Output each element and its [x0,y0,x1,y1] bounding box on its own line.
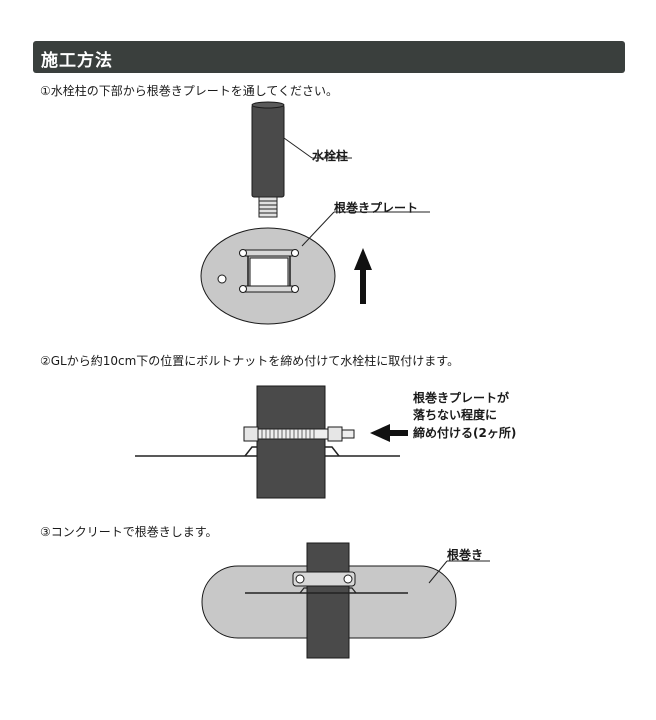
bolt-nut [243,426,355,442]
section-header: 施工方法 [33,41,625,73]
water-post-side [256,385,326,499]
step1-illustration [200,101,430,325]
left-arrow-icon [370,424,408,442]
step2-illustration [135,385,408,499]
water-post-embedded [306,542,350,659]
post-label: 水栓柱 [312,149,349,163]
bolt-bracket-bottom [239,285,299,293]
water-post [251,104,285,198]
bolt-bracket-top [239,249,299,257]
plate-hole [217,274,227,284]
step1-instruction: ①水栓柱の下部から根巻きプレートを通してください。 [40,84,339,98]
bolt-bracket-step3 [292,571,356,587]
threaded-fitting [258,196,278,218]
step2-note-line-1: 根巻きプレートが [413,391,510,405]
up-arrow-icon [354,248,372,304]
section-title: 施工方法 [41,51,113,71]
concrete-label: 根巻き [447,548,484,562]
step2-note-line-3: 締め付ける(2ヶ所) [413,426,517,440]
step2-instruction: ②GLから約10cm下の位置にボルトナットを締め付けて水栓柱に取付けます。 [40,354,460,368]
step2-note-line-2: 落ちない程度に [413,408,498,422]
step3-instruction: ③コンクリートで根巻きします。 [40,525,218,539]
step3-illustration [201,542,490,659]
